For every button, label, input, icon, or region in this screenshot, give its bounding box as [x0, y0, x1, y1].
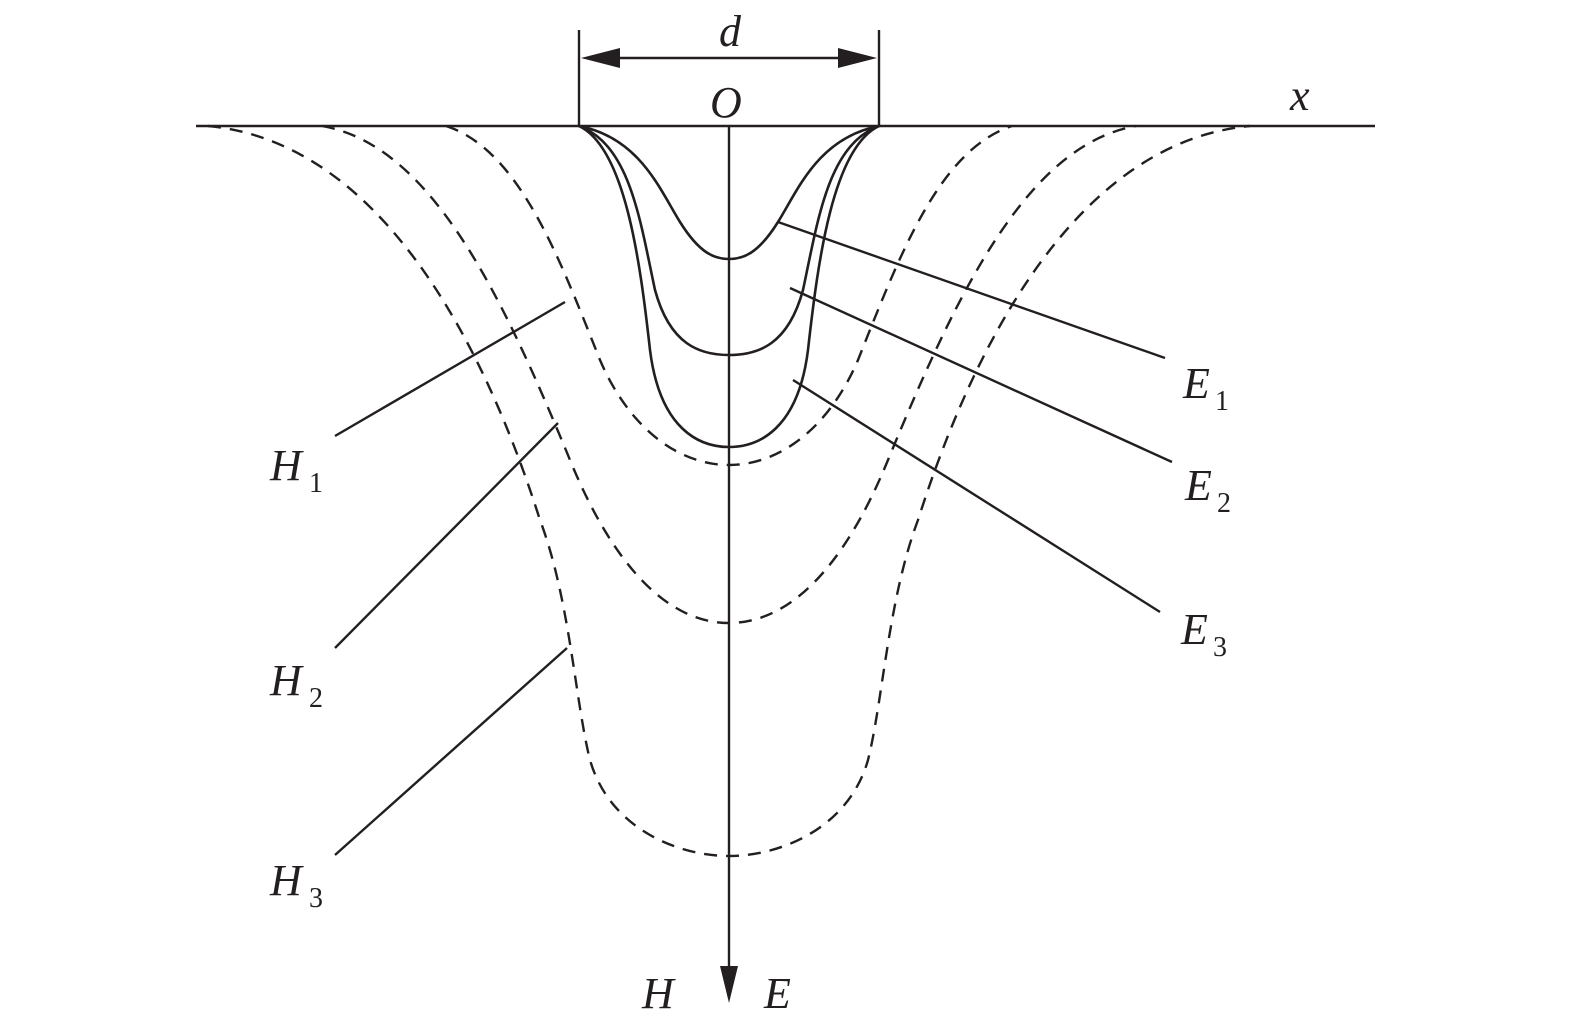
leader-e3: [792, 378, 1161, 614]
curve-label-e3: E: [1180, 605, 1208, 654]
curve-h2: [321, 124, 1137, 625]
curve-e2: [577, 124, 881, 357]
leader-e2: [789, 286, 1173, 464]
curve-label-h2-sub: 2: [309, 683, 323, 714]
curve-label-h1: H: [269, 441, 304, 490]
curve-e3: [577, 124, 881, 449]
curve-label-e1-sub: 1: [1215, 386, 1229, 417]
curve-h1: [445, 124, 1013, 467]
leader-h1: [334, 300, 566, 438]
curve-label-e2: E: [1184, 461, 1212, 510]
curve-h3: [207, 124, 1251, 858]
curve-label-e3-sub: 3: [1213, 632, 1227, 663]
leader-h2: [334, 422, 559, 649]
width-label: d: [719, 7, 742, 56]
curve-label-e2-sub: 2: [1217, 488, 1231, 519]
depth-axis-label-e: E: [763, 969, 791, 1018]
leader-e1: [777, 220, 1166, 360]
width-arrow-right: [838, 48, 877, 68]
x-axis-label: x: [1289, 71, 1310, 120]
curve-e1: [577, 124, 881, 261]
leader-h3: [334, 647, 568, 856]
curve-label-h3: H: [269, 856, 304, 905]
curve-label-h2: H: [269, 656, 304, 705]
depth-axis-label-h: H: [641, 969, 676, 1018]
curve-label-e1: E: [1182, 359, 1210, 408]
curve-label-h1-sub: 1: [309, 468, 323, 499]
origin-label: O: [710, 78, 742, 127]
width-arrow-left: [581, 48, 620, 68]
depth-axis-arrowhead: [720, 966, 738, 1003]
curve-label-h3-sub: 3: [309, 883, 323, 914]
